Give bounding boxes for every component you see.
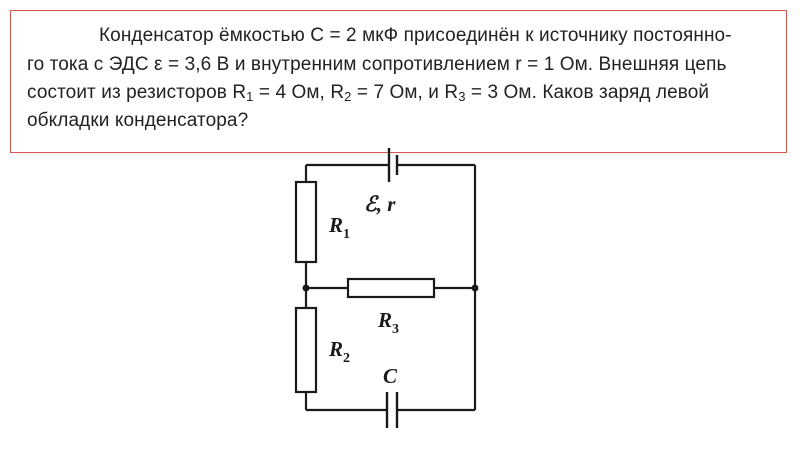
junction-right (471, 284, 479, 292)
problem-statement-box (10, 10, 787, 153)
problem-text-line-1: Конденсатор ёмкостью С = 2 мкФ присоедин… (99, 25, 732, 46)
r3-label: R (377, 308, 392, 332)
r1-subscript: 1 (246, 89, 254, 104)
problem-text-line-2: го тока с ЭДС ε = 3,6 В и внутренним соп… (27, 54, 727, 75)
line3-part-c: = 7 Ом, и R (351, 82, 459, 103)
problem-text-line-3: состоит из резисторов R1 = 4 Ом, R2 = 7 … (27, 82, 709, 104)
resistor-r2 (294, 306, 318, 394)
r2-label: R (328, 337, 343, 361)
r2-subscript: 2 (344, 89, 352, 104)
resistor-r3 (346, 277, 436, 299)
line3-part-d: = 3 Ом. Каков заряд левой (465, 82, 710, 103)
r1-label: R (328, 213, 343, 237)
junction-left (302, 284, 310, 292)
line3-part-b: = 4 Ом, R (253, 82, 345, 103)
line3-part-a: состоит из резисторов R (27, 82, 247, 103)
capacitor-label: C (383, 364, 398, 388)
resistor-r1 (294, 180, 318, 264)
r2-label-subscript: 2 (343, 351, 350, 366)
problem-text-line-4: обкладки конденсатора? (27, 110, 249, 131)
source-label: ℰ, r (364, 192, 396, 216)
r3-label-subscript: 3 (392, 322, 399, 337)
r3-subscript: 3 (458, 89, 466, 104)
r1-label-subscript: 1 (343, 227, 350, 242)
